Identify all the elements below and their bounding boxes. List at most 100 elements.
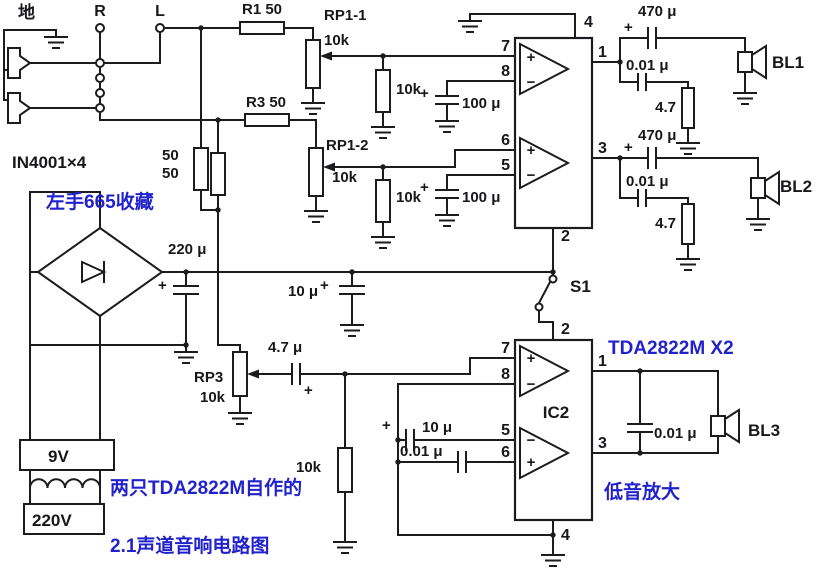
cap-polarity-plus: +: [382, 417, 391, 434]
ground-symbol: [44, 29, 68, 49]
wiper-arrow: [320, 51, 332, 61]
ground-symbol: [733, 85, 757, 105]
resistor-4.7-z2: [681, 203, 695, 245]
label-rp1-2-value: 10k: [332, 169, 358, 186]
bass-amp-annotation: 低音放大: [603, 480, 680, 503]
label-mix-resistor-b: 50: [162, 165, 179, 182]
phone-plug-icon: [7, 47, 32, 79]
switch-s1: [534, 271, 558, 341]
wire: [397, 429, 516, 451]
pot-rp1-1: [305, 39, 321, 89]
ic2-pin8: 8: [501, 366, 510, 383]
ic1-pin7: 7: [501, 38, 510, 55]
wire: [99, 31, 246, 121]
label-mix-resistor-a: 50: [162, 147, 179, 164]
label-r-bass-gnd: 10k: [296, 459, 322, 476]
wire: [469, 13, 576, 273]
label-c-in2: 100 μ: [462, 189, 500, 206]
opamp-triangle: [519, 344, 571, 398]
cap-polarity-plus: +: [420, 179, 429, 196]
wire: [397, 451, 516, 473]
left-input-label: L: [155, 3, 165, 20]
ground-symbol: [458, 13, 482, 33]
label-c-feedback2: 0.01 μ: [400, 443, 443, 460]
resistor-50-a: [193, 147, 209, 191]
ic1-pin1: 1: [598, 44, 607, 61]
transformer-primary-box: [23, 503, 105, 535]
wire: [339, 271, 365, 319]
ground-symbol: [676, 251, 700, 271]
jack-contact: [95, 103, 105, 113]
ground-symbol: [371, 229, 395, 249]
ic2-pin2: 2: [561, 321, 570, 338]
label-c-z1: 0.01 μ: [626, 57, 669, 74]
label-primary-220v: 220V: [32, 511, 72, 530]
ground-symbol: [435, 207, 459, 227]
ground-symbol: [746, 211, 770, 231]
cap-polarity-plus: +: [624, 139, 633, 156]
ic2-pin4: 4: [561, 527, 570, 544]
wiper-arrow: [323, 162, 335, 172]
ic1-pin8: 8: [501, 63, 510, 80]
jack-terminal: [95, 23, 105, 33]
ground-symbol: [301, 95, 325, 115]
resistor-10k-bias2: [375, 179, 391, 223]
opamp-minus-sign: −: [527, 167, 536, 184]
resistor-50-b: [210, 152, 226, 196]
junction-dots: [183, 25, 643, 538]
ground-symbol: [371, 119, 395, 139]
wire: [29, 469, 101, 505]
wire: [619, 157, 689, 253]
watermark-text: 左手665收藏: [46, 190, 154, 213]
label-rp3-value: 10k: [200, 389, 226, 406]
label-r-z2: 4.7: [655, 215, 676, 232]
wire: [200, 27, 241, 353]
wire: [435, 174, 516, 209]
wire: [435, 80, 516, 115]
opamp-plus-sign: +: [527, 454, 536, 471]
opamp-minus-sign: −: [527, 376, 536, 393]
channel1-output: [591, 27, 767, 155]
label-rp3: RP3: [194, 369, 223, 386]
transformer-coil: [28, 478, 102, 490]
wire: [288, 119, 317, 205]
opamp-triangle: [519, 42, 571, 96]
caption-line1: 两只TDA2822M自作的: [110, 476, 302, 499]
opamp-triangle: [519, 426, 571, 480]
resistor-10k-bias1: [375, 69, 391, 113]
label-c-z2: 0.01 μ: [626, 173, 669, 190]
wire: [334, 149, 516, 168]
wire: [619, 61, 689, 137]
label-speaker-bl2: BL2: [780, 177, 812, 196]
ic2-tda2822m: [397, 338, 740, 567]
jack-contact: [95, 58, 105, 68]
label-r1: R1 50: [242, 1, 282, 18]
label-r-z1: 4.7: [655, 99, 676, 116]
bass-mix-network: [193, 27, 241, 353]
opamp-plus-sign: +: [527, 142, 536, 159]
pot-rp1-2: [308, 147, 324, 197]
right-input-label: R: [94, 3, 106, 20]
cap-polarity-plus: +: [320, 277, 329, 294]
jack-terminal: [155, 23, 165, 33]
label-speaker-bl3: BL3: [748, 421, 780, 440]
wire: [344, 357, 516, 536]
label-speaker-bl1: BL1: [772, 53, 804, 72]
cap-polarity-plus: +: [624, 19, 633, 36]
opamp-minus-sign: −: [527, 74, 536, 91]
label-c-out2: 470 μ: [638, 127, 676, 144]
label-bias-r1: 10k: [396, 81, 422, 98]
power-supply: [19, 191, 554, 535]
label-switch-s1: S1: [570, 277, 591, 296]
label-c-filter: 220 μ: [168, 241, 206, 258]
cap-polarity-plus: +: [158, 277, 167, 294]
speaker-bl1-cone: [751, 44, 767, 80]
label-rp1-1-value: 10k: [324, 32, 350, 49]
wiper-arrow: [247, 369, 259, 379]
bass-input: [228, 351, 516, 554]
phone-plug-icon: [7, 92, 32, 124]
label-c-out1: 470 μ: [638, 3, 676, 20]
ic2-pin6: 6: [501, 444, 510, 461]
ground-symbol: [304, 203, 328, 223]
